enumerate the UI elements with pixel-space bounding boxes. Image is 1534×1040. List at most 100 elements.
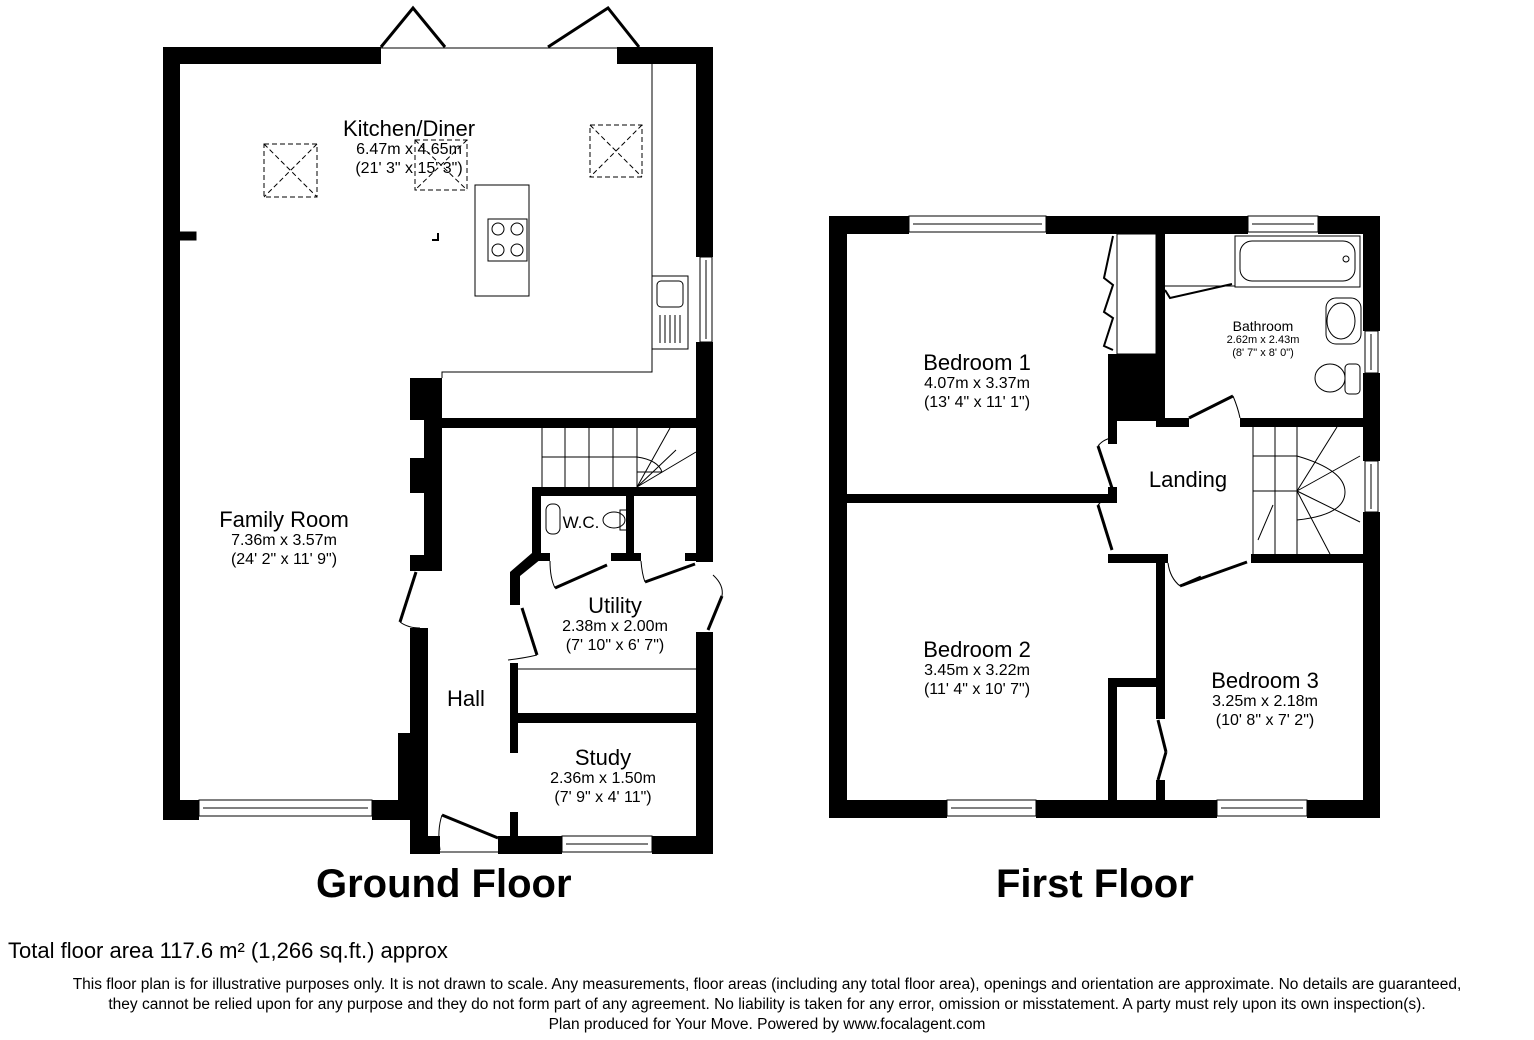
room-dimensions-metric: 2.36m x 1.50m — [550, 770, 656, 788]
room-name: Bathroom — [1232, 318, 1294, 334]
room-dimensions-metric: 7.36m x 3.57m — [231, 532, 337, 550]
chimney — [1108, 354, 1165, 421]
ground-floor-title: Ground Floor — [316, 862, 572, 906]
first-floor-plan — [829, 216, 1380, 818]
room-name: Family Room — [219, 507, 349, 532]
room-name: Utility — [588, 593, 642, 618]
room-label-bedroom-2: Bedroom 2 3.45m x 3.22m (11' 4" x 10' 7"… — [877, 637, 1077, 699]
room-dimensions-imperial: (10' 8" x 7' 2") — [1215, 711, 1315, 729]
bath — [1234, 235, 1361, 288]
room-name: Study — [574, 745, 632, 770]
room-label-family-room: Family Room 7.36m x 3.57m (24' 2" x 11' … — [184, 507, 384, 569]
wall — [532, 487, 541, 559]
total-floor-area: Total floor area 117.6 m² (1,266 sq.ft.)… — [8, 938, 448, 963]
wall — [532, 553, 550, 561]
sink — [651, 275, 689, 350]
room-label-bedroom-3: Bedroom 3 3.25m x 2.18m (10' 8" x 7' 2") — [1170, 668, 1360, 730]
wall — [163, 800, 199, 820]
wall — [1108, 554, 1168, 563]
room-dimensions-imperial: (24' 2" x 11' 9") — [230, 550, 338, 568]
wall — [1251, 554, 1380, 563]
room-label-hall: Hall — [430, 686, 502, 711]
room-name: Hall — [447, 686, 485, 711]
wall — [510, 663, 518, 753]
ground-floor-fixtures — [180, 5, 724, 853]
wall — [372, 800, 410, 820]
wall — [652, 836, 713, 854]
wall — [829, 216, 909, 234]
room-name: W.C. — [562, 513, 600, 532]
disclaimer-line: they cannot be relied upon for any purpo… — [108, 996, 1426, 1013]
wall — [696, 342, 713, 562]
wall — [532, 487, 713, 496]
wall — [1363, 216, 1380, 331]
room-label-bedroom-1: Bedroom 1 4.07m x 3.37m (13' 4" x 11' 1"… — [877, 350, 1077, 412]
wall — [163, 47, 180, 820]
wall — [398, 733, 412, 803]
window — [946, 799, 1037, 817]
room-name: Bedroom 2 — [923, 637, 1031, 662]
room-label-bathroom: Bathroom 2.62m x 2.43m (8' 7" x 8' 0") — [1200, 318, 1326, 359]
room-label-landing: Landing — [1136, 467, 1240, 492]
wall — [1108, 354, 1117, 444]
wardrobe-doors — [1102, 235, 1115, 351]
room-dimensions-metric: 4.07m x 3.37m — [924, 375, 1030, 393]
worktop-outline — [441, 64, 653, 378]
wall — [424, 418, 713, 428]
wall — [410, 555, 428, 571]
door-arc — [1097, 395, 1241, 587]
room-label-utility: Utility 2.38m x 2.00m (7' 10" x 6' 7") — [520, 593, 710, 655]
window — [908, 215, 1047, 233]
wall — [617, 47, 713, 64]
wardrobe — [1116, 233, 1157, 355]
disclaimer-line: This floor plan is for illustrative purp… — [72, 976, 1462, 993]
ground-floor-plan — [163, 47, 713, 854]
wall — [1156, 418, 1189, 427]
basin — [1325, 297, 1362, 345]
wall — [1108, 678, 1165, 687]
first-floor-fixtures — [908, 215, 1379, 817]
wall — [510, 713, 713, 723]
room-dimensions-imperial: (8' 7" x 8' 0") — [1232, 346, 1294, 359]
wall — [1156, 234, 1165, 421]
wall — [1307, 800, 1380, 818]
room-label-kitchen-diner: Kitchen/Diner 6.47m x 4.65m (21' 3" x 15… — [296, 116, 522, 178]
room-dimensions-metric: 2.38m x 2.00m — [562, 618, 668, 636]
room-dimensions-imperial: (11' 4" x 10' 7") — [923, 680, 1031, 698]
wall — [1046, 216, 1248, 234]
wc-basin — [545, 503, 561, 535]
wall — [847, 494, 1117, 503]
door-swing — [379, 5, 447, 48]
wall — [1363, 373, 1380, 461]
room-name: Kitchen/Diner — [342, 116, 476, 141]
room-name: Landing — [1148, 467, 1228, 492]
kitchen-island — [474, 184, 530, 297]
window — [1247, 215, 1319, 233]
window — [699, 256, 713, 343]
wall — [696, 632, 713, 854]
room-dimensions-metric: 2.62m x 2.43m — [1226, 334, 1300, 347]
staircase — [1252, 426, 1361, 555]
door-arc — [399, 560, 723, 851]
room-dimensions-imperial: (7' 9" x 4' 11") — [554, 788, 652, 806]
room-dimensions-metric: 6.47m x 4.65m — [356, 141, 462, 159]
room-dimensions-metric: 3.25m x 2.18m — [1212, 693, 1318, 711]
wall — [611, 553, 641, 561]
window — [198, 799, 373, 817]
room-dimensions-imperial: (13' 4" x 11' 1") — [923, 393, 1031, 411]
wall — [1108, 487, 1117, 503]
skylight — [263, 143, 318, 198]
room-name: Bedroom 1 — [923, 350, 1031, 375]
wall — [626, 487, 634, 559]
door — [398, 562, 724, 840]
window — [1364, 460, 1379, 513]
room-dimensions-imperial: (21' 3" x 15' 3") — [355, 159, 463, 177]
hob — [487, 218, 528, 262]
wall-stub — [180, 231, 197, 241]
window — [1364, 330, 1379, 374]
sink-bowl — [656, 280, 684, 308]
wall — [696, 47, 713, 257]
skylight — [414, 139, 468, 191]
window — [1216, 799, 1308, 817]
